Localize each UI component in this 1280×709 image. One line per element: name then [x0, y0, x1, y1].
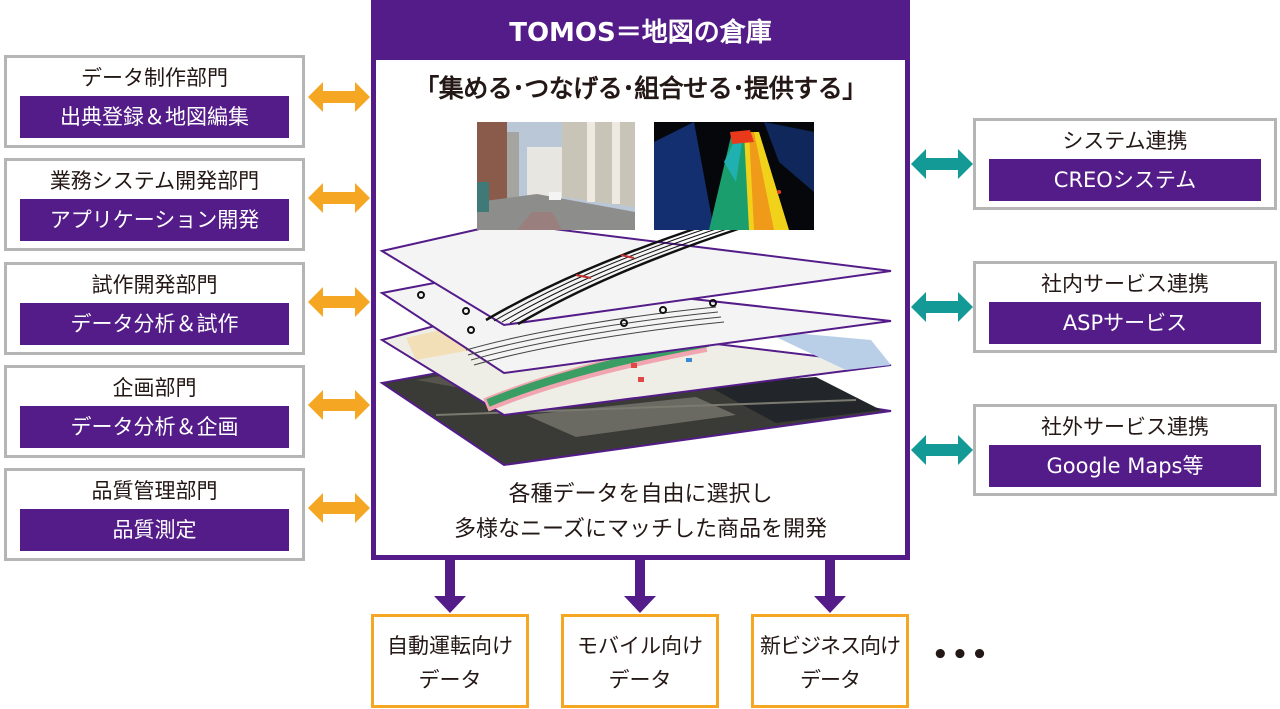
- output-label-line1: 自動運転向け: [387, 634, 513, 658]
- tomos-slogan: 「集める･つなげる･組合せる･提供する」: [414, 74, 867, 103]
- point-cloud-image: [654, 122, 814, 230]
- department-title: 試作開発部門: [91, 273, 218, 297]
- department-role: 出典登録＆地図編集: [20, 96, 289, 138]
- output-box-autonomous-driving: 自動運転向け データ: [371, 614, 529, 708]
- integration-title: 社内サービス連携: [1041, 272, 1209, 296]
- bidirectional-arrow-icon: [308, 287, 370, 317]
- integration-system: Google Maps等: [989, 445, 1261, 487]
- integration-box-external-service: 社外サービス連携 Google Maps等: [973, 404, 1277, 496]
- department-role: データ分析＆試作: [20, 303, 289, 345]
- down-arrow-icon: [434, 560, 466, 613]
- department-title: 業務システム開発部門: [49, 169, 260, 193]
- department-role: アプリケーション開発: [20, 199, 289, 241]
- output-label-line1: 新ビジネス向け: [760, 634, 901, 658]
- street-view-photo: [477, 122, 635, 230]
- integration-system: CREOシステム: [989, 159, 1261, 201]
- department-box-quality: 品質管理部門 品質測定: [4, 468, 305, 561]
- department-title: 企画部門: [112, 376, 197, 400]
- department-box-prototype: 試作開発部門 データ分析＆試作: [4, 262, 305, 355]
- bidirectional-arrow-icon: [911, 435, 973, 465]
- integration-box-internal-service: 社内サービス連携 ASPサービス: [973, 261, 1277, 353]
- map-layers-illustration: [379, 221, 892, 467]
- department-role: データ分析＆企画: [20, 406, 289, 448]
- bidirectional-arrow-icon: [308, 82, 370, 112]
- output-label-line2: データ: [418, 668, 482, 692]
- bidirectional-arrow-icon: [308, 493, 370, 523]
- department-box-planning: 企画部門 データ分析＆企画: [4, 365, 305, 458]
- department-box-business-system: 業務システム開発部門 アプリケーション開発: [4, 158, 305, 251]
- tomos-warehouse-box: TOMOS＝地図の倉庫 「集める･つなげる･組合せる･提供する」: [371, 0, 910, 560]
- tomos-title: TOMOS＝地図の倉庫: [376, 5, 905, 60]
- department-box-data-production: データ制作部門 出典登録＆地図編集: [4, 55, 305, 148]
- integration-box-system: システム連携 CREOシステム: [973, 118, 1277, 210]
- department-role: 品質測定: [20, 509, 289, 551]
- output-box-mobile: モバイル向け データ: [561, 614, 719, 708]
- caption-line-1: 各種データを自由に選択し: [508, 482, 773, 507]
- department-title: 品質管理部門: [91, 479, 218, 503]
- bidirectional-arrow-icon: [911, 149, 973, 179]
- integration-title: システム連携: [1062, 129, 1188, 153]
- output-label-line2: データ: [800, 668, 861, 692]
- bidirectional-arrow-icon: [308, 183, 370, 213]
- more-indicator: •••: [932, 640, 991, 670]
- integration-system: ASPサービス: [989, 302, 1261, 344]
- lane-line-layer: [379, 221, 892, 327]
- output-label-line1: モバイル向け: [577, 634, 703, 658]
- bidirectional-arrow-icon: [308, 390, 370, 420]
- tomos-caption: 各種データを自由に選択し 多様なニーズにマッチした商品を開発: [376, 477, 905, 547]
- integration-title: 社外サービス連携: [1041, 415, 1209, 439]
- output-label-line2: データ: [608, 668, 672, 692]
- down-arrow-icon: [624, 560, 656, 613]
- output-box-new-business: 新ビジネス向け データ: [751, 614, 909, 708]
- department-title: データ制作部門: [81, 66, 228, 90]
- caption-line-2: 多様なニーズにマッチした商品を開発: [454, 517, 827, 542]
- down-arrow-icon: [814, 560, 846, 613]
- bidirectional-arrow-icon: [911, 292, 973, 322]
